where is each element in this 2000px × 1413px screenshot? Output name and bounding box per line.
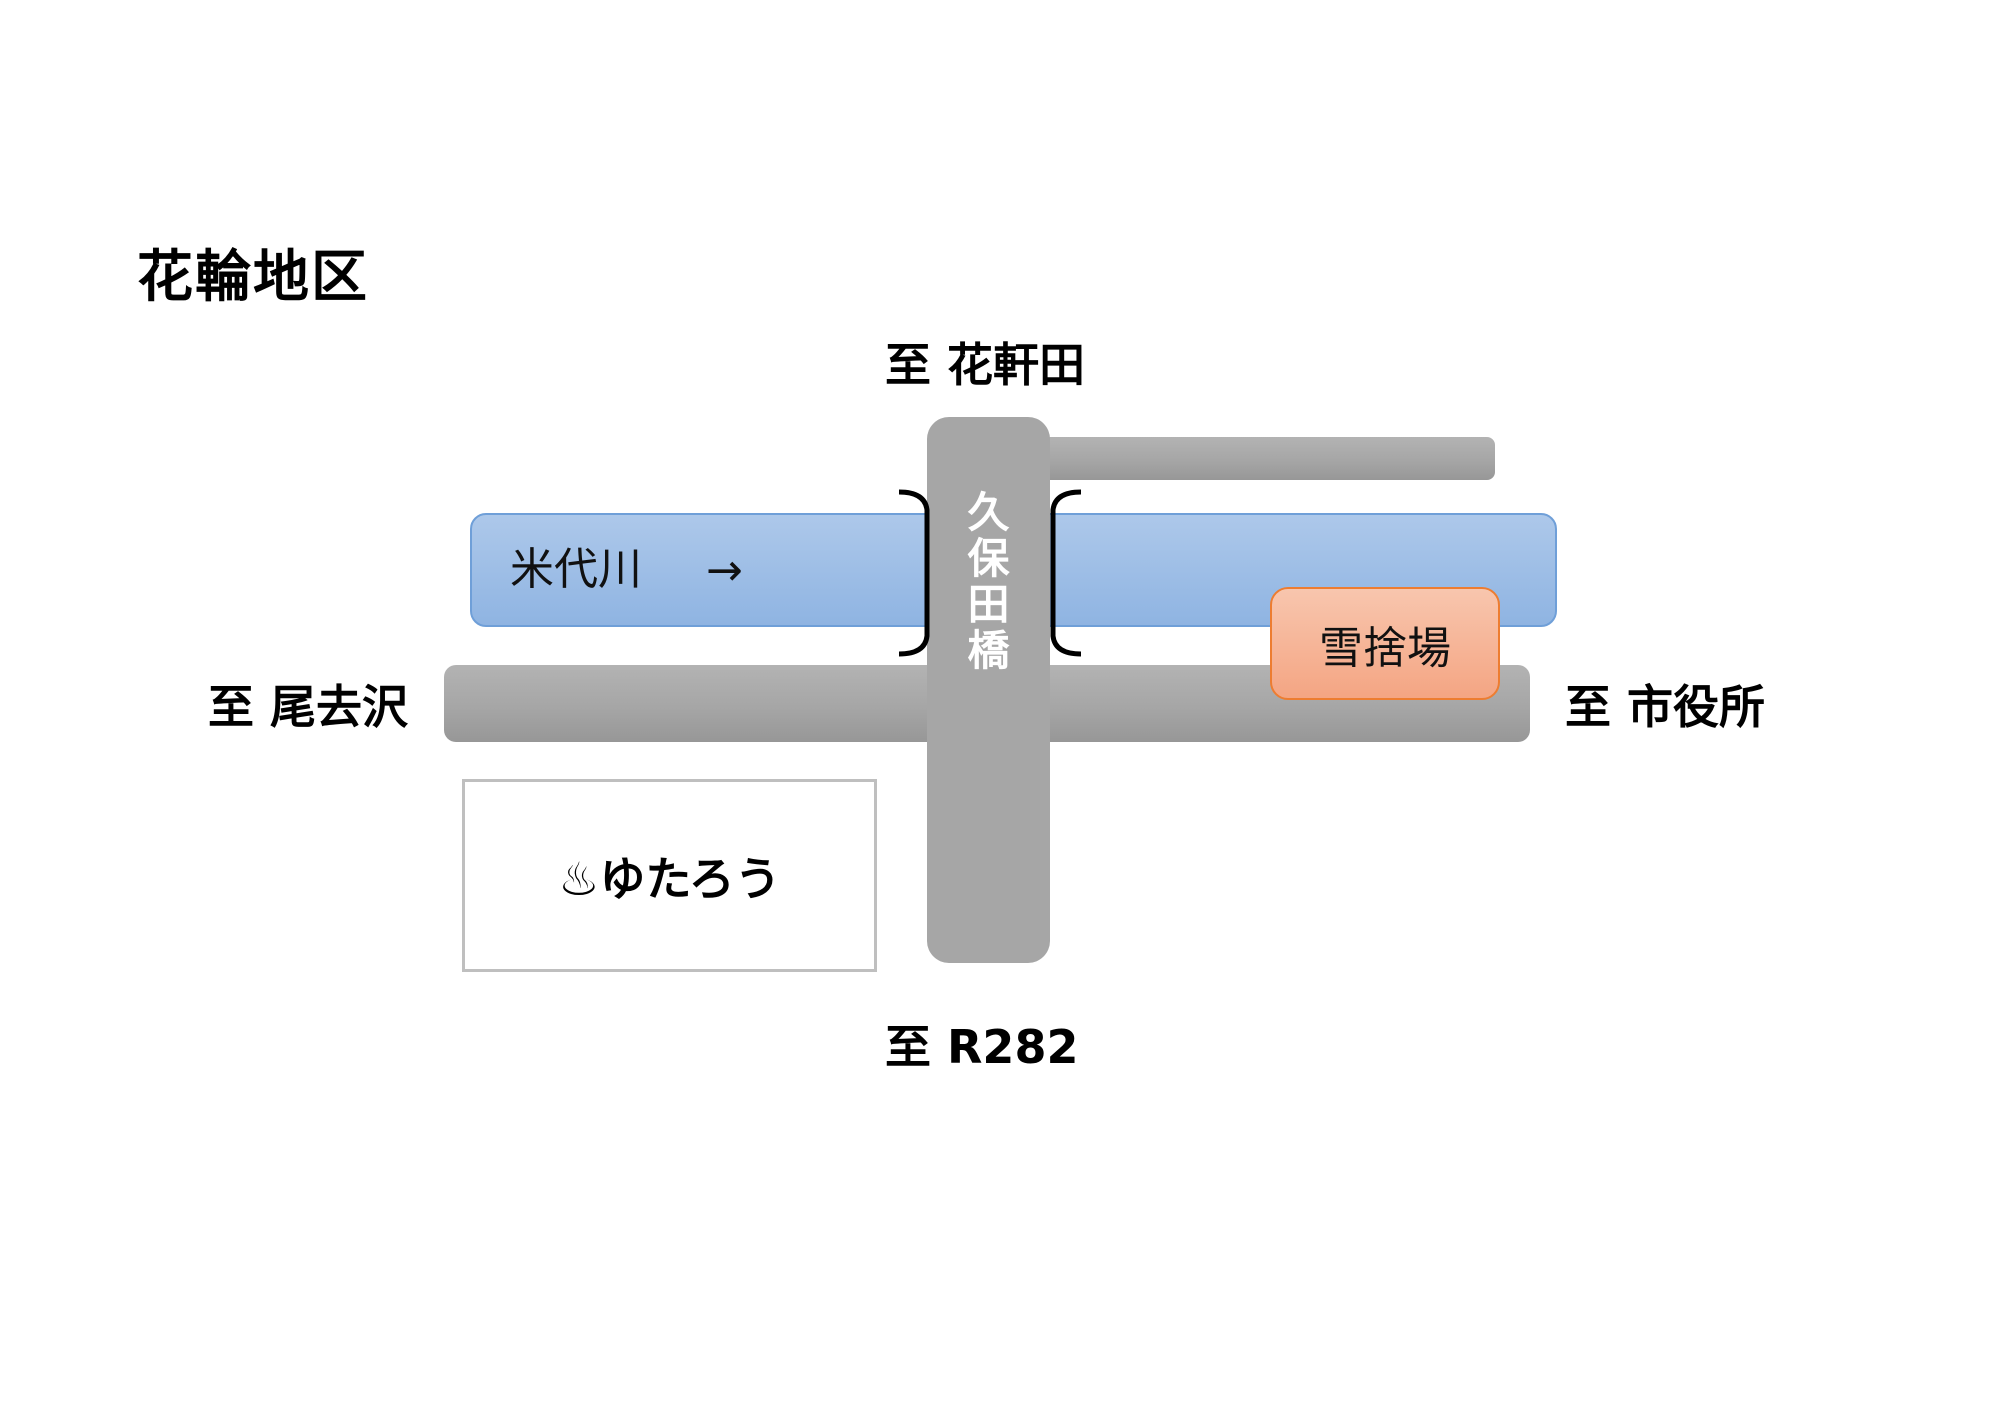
- bridge-char: 保: [967, 534, 1010, 583]
- bridge-road-north-south: [927, 417, 1050, 963]
- river-name-label: 米代川: [510, 544, 642, 595]
- onsen-yutaro-label: ♨ゆたろう: [558, 851, 781, 906]
- destination-south-label: 至 R282: [885, 1020, 1079, 1074]
- destination-east-label: 至 市役所: [1565, 680, 1766, 734]
- bridge-char: 田: [967, 580, 1010, 629]
- onsen-yutaro-marker: ♨ゆたろう: [462, 779, 877, 972]
- bridge-char: 橋: [967, 626, 1010, 675]
- bridge-right-bracket-icon: [1050, 489, 1082, 657]
- bridge-name-label: 久 保 田 橋: [927, 490, 1050, 674]
- bridge-left-bracket-icon: [898, 489, 930, 657]
- destination-west-label: 至 尾去沢: [208, 680, 409, 734]
- river-flow-arrow-icon: →: [706, 545, 743, 596]
- destination-north-label: 至 花軒田: [885, 338, 1086, 392]
- bridge-char: 久: [967, 488, 1010, 537]
- upper-road: [1030, 437, 1495, 480]
- snow-dump-marker: 雪捨場: [1270, 587, 1500, 700]
- map-title: 花輪地区: [137, 245, 369, 310]
